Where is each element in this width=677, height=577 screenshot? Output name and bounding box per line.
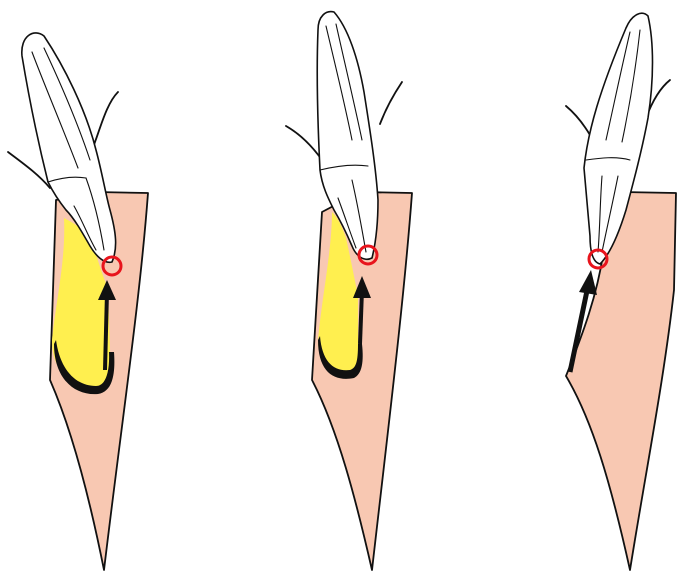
arrow-shaft <box>105 292 107 370</box>
panel-center <box>286 12 412 570</box>
gingiva-line <box>380 82 402 124</box>
bone-region <box>566 192 676 570</box>
arrow-head <box>579 270 597 295</box>
arrow-shaft <box>360 290 362 344</box>
panel-left <box>8 33 148 570</box>
panel-right <box>566 13 676 570</box>
gingiva-line <box>92 92 118 150</box>
gingiva-line <box>286 126 322 160</box>
